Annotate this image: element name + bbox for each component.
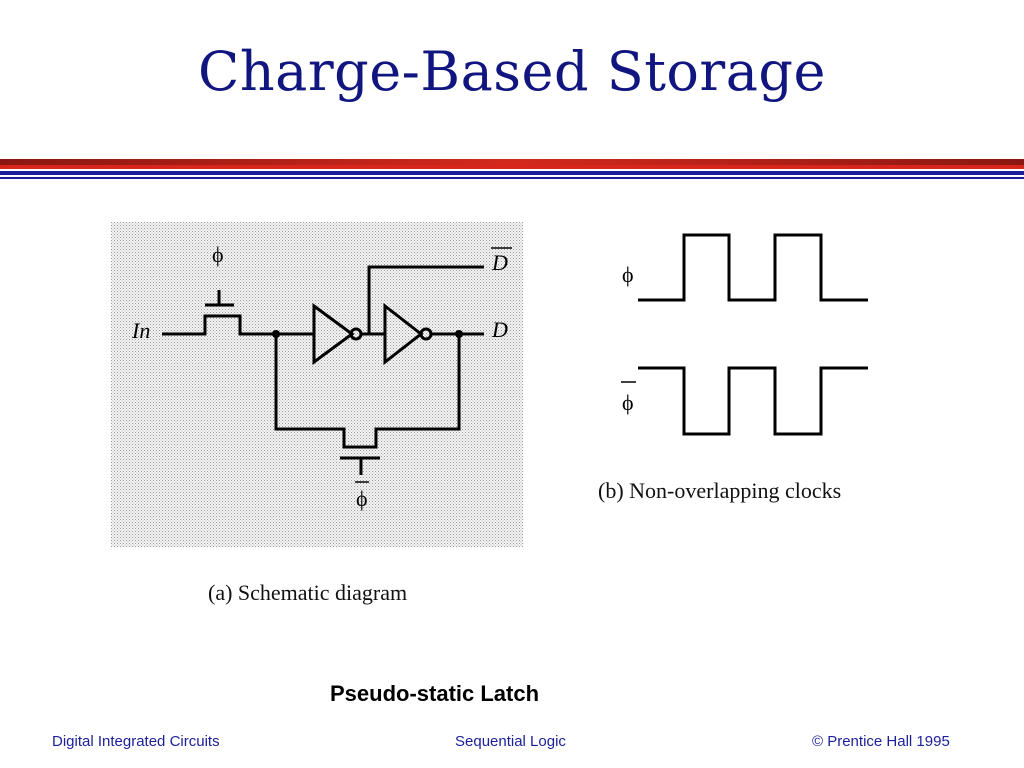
label-in: In xyxy=(131,318,150,343)
clock-waveforms: ϕ ϕ xyxy=(621,233,868,436)
input-wire xyxy=(162,314,276,336)
feedback-loop xyxy=(274,334,461,449)
header-rule-red xyxy=(0,165,1024,169)
schematic-caption: (a) Schematic diagram xyxy=(208,580,408,605)
header-rule-blue xyxy=(0,171,1024,175)
label-d: D xyxy=(491,317,508,342)
junction-dot-right xyxy=(455,330,463,338)
clocks-caption: (b) Non-overlapping clocks xyxy=(598,478,842,503)
dbar-output-wire xyxy=(367,265,484,334)
footer-course: Digital Integrated Circuits xyxy=(52,733,220,750)
label-phi-bar: ϕ xyxy=(622,390,634,415)
inverter-1 xyxy=(312,303,355,365)
bottom-transistor-gate xyxy=(340,456,380,475)
schematic-diagram: In ϕ D D ϕ xyxy=(111,222,523,547)
junction-dot-left xyxy=(272,330,280,338)
label-d-bar: D xyxy=(491,250,508,275)
label-phi-bar-bottom: ϕ xyxy=(356,486,368,511)
header-rule-blue-thin xyxy=(0,177,1024,179)
label-phi-top: ϕ xyxy=(212,242,224,267)
header-rule-dark-red xyxy=(0,159,1024,165)
footer-copyright: © Prentice Hall 1995 xyxy=(812,733,950,750)
label-phi: ϕ xyxy=(622,262,634,287)
footer-topic: Sequential Logic xyxy=(455,733,566,750)
inverter-2 xyxy=(383,302,424,366)
top-transistor-gate xyxy=(205,290,234,307)
latch-subtitle: Pseudo-static Latch xyxy=(330,681,540,706)
phi-waveform xyxy=(638,233,868,302)
phi-bar-waveform xyxy=(638,366,868,436)
schematic-background xyxy=(111,222,523,547)
slide-title: Charge-Based Storage xyxy=(198,40,826,103)
